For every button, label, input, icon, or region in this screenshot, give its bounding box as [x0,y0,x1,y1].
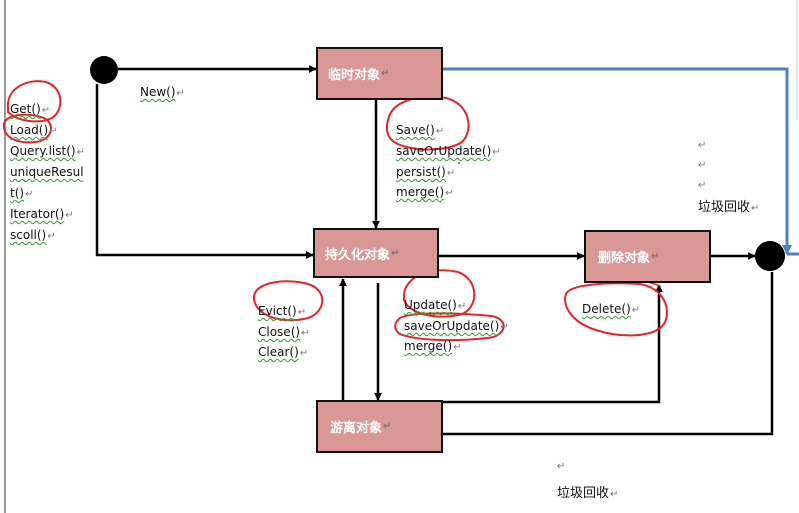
method-merge: merge()↵ [396,185,454,199]
method-persist: persist()↵ [396,165,456,179]
final-state-node [755,241,785,271]
annotation-circle-delete [564,282,668,337]
method-save-or-update: saveOrUpdate()↵ [396,144,501,158]
method-close: Close()↵ [258,325,310,339]
state-transient[interactable]: 临时对象↵ [316,47,443,100]
label-new: New()↵ [140,85,185,99]
gc-note-lower-mark: ↵ [557,461,566,472]
gc-note-lower: 垃圾回收↵ [557,486,619,501]
method-clear: Clear()↵ [258,345,309,359]
method-unique-result-part2: t()↵ [10,186,34,200]
arrow-get-to-persistent [95,84,314,259]
arrow-transient-gc [443,67,792,255]
state-detached-label: 游离对象 [330,421,383,436]
method-unique-result-part1: uniqueResul [10,165,84,179]
annotation-circle-load [3,113,52,144]
arrow-detached-gc [443,272,774,436]
state-removed-label: 删除对象 [598,251,651,266]
method-iterator: Iterator()↵ [10,207,74,221]
method-evict: Evict()↵ [258,304,307,318]
annotation-circle-saveorupdate [394,312,505,342]
method-update-save-or-update: saveOrUpdate()↵ [404,319,509,333]
method-get: Get()↵ [10,102,51,116]
annotation-circle-evict [253,280,324,322]
annotation-circle-get [6,80,62,123]
state-persistent-label: 持久化对象 [325,247,391,263]
gc-note-upper: 垃圾回收↵ [698,200,760,215]
state-detached[interactable]: 游离对象↵ [316,400,443,453]
method-query-list: Query.list()↵ [10,144,85,158]
method-scoll: scoll()↵ [10,228,56,242]
method-update-merge: merge()↵ [404,339,462,353]
method-load: Load()↵ [10,123,58,137]
method-update: Update()↵ [404,298,467,312]
method-save: Save()↵ [396,123,445,137]
label-delete: Delete()↵ [582,302,641,316]
stray-dot [458,162,460,164]
state-removed[interactable]: 删除对象↵ [584,230,711,283]
gc-note-upper-marks: ↵↵↵ [698,140,707,191]
state-persistent[interactable]: 持久化对象↵ [313,228,439,278]
initial-state-node [90,56,118,84]
state-transient-label: 临时对象 [328,68,381,83]
arrow-detached-delete [443,284,663,404]
